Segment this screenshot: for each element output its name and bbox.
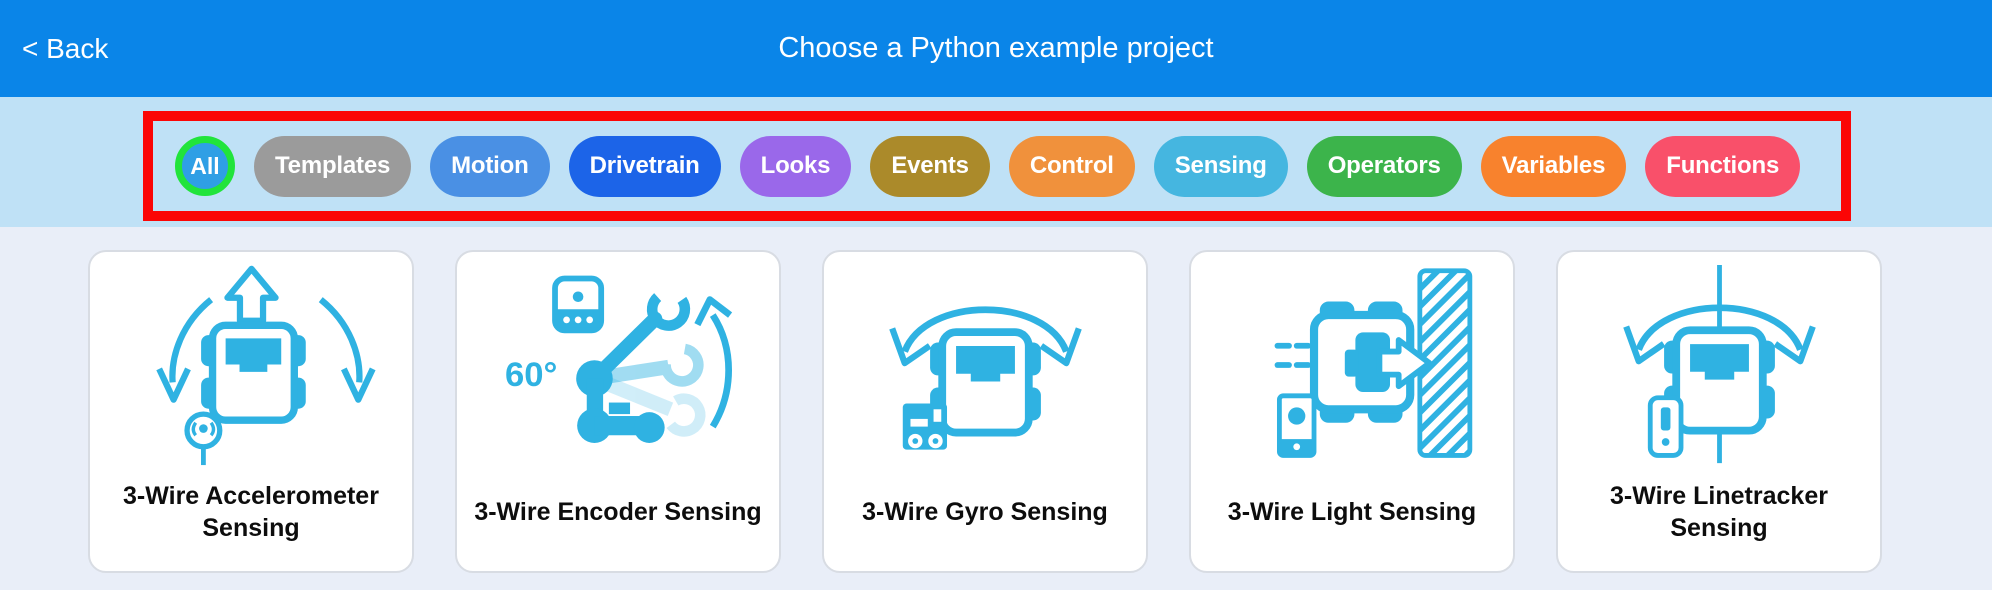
filter-pill-drivetrain[interactable]: Drivetrain — [568, 135, 721, 197]
header-bar: < Back Choose a Python example project — [0, 0, 1992, 97]
card-label-wrap: 3-Wire Accelerometer Sensing — [106, 472, 396, 571]
project-card-linetracker-sensing[interactable]: 3-Wire Linetracker Sensing — [1556, 250, 1882, 573]
filter-pill-functions[interactable]: Functions — [1645, 135, 1801, 197]
encoder-angle-label: 60° — [504, 356, 556, 394]
card-label: 3-Wire Accelerometer Sensing — [123, 482, 379, 542]
filter-pill-templates[interactable]: Templates — [254, 135, 412, 197]
card-label: 3-Wire Light Sensing — [1227, 497, 1477, 526]
back-button[interactable]: < Back — [16, 0, 114, 97]
project-card-accelerometer-sensing[interactable]: 3-Wire Accelerometer Sensing — [88, 250, 414, 573]
project-card-encoder-sensing[interactable]: 60° — [455, 250, 781, 573]
card-label: 3-Wire Encoder Sensing — [474, 497, 762, 526]
filter-pill-motion[interactable]: Motion — [430, 135, 550, 197]
project-card-light-sensing[interactable]: 3-Wire Light Sensing — [1189, 250, 1515, 573]
filter-pill-events[interactable]: Events — [870, 135, 990, 197]
filter-pill-control[interactable]: Control — [1008, 135, 1135, 197]
filter-pill-variables[interactable]: Variables — [1480, 135, 1627, 197]
accelerometer-robot-icon — [124, 260, 379, 472]
card-label-wrap: 3-Wire Light Sensing — [1228, 472, 1476, 571]
card-label-wrap: 3-Wire Linetracker Sensing — [1574, 472, 1864, 571]
card-label-wrap: 3-Wire Gyro Sensing — [862, 472, 1108, 571]
encoder-arm-icon: 60° — [491, 260, 746, 472]
filter-pill-operators[interactable]: Operators — [1306, 135, 1462, 197]
page-title: Choose a Python example project — [778, 32, 1214, 64]
filter-pill-looks[interactable]: Looks — [739, 135, 852, 197]
red-highlight-box: All Templates Motion Drivetrain Looks Ev… — [143, 111, 1851, 221]
card-label: 3-Wire Linetracker Sensing — [1610, 482, 1828, 542]
filter-bar: All Templates Motion Drivetrain Looks Ev… — [0, 97, 1992, 227]
project-card-list: 3-Wire Accelerometer Sensing 60° — [0, 227, 1992, 573]
project-card-gyro-sensing[interactable]: 3-Wire Gyro Sensing — [822, 250, 1148, 573]
gyro-robot-icon — [858, 260, 1113, 472]
filter-pill-all[interactable]: All — [175, 136, 235, 196]
light-sensing-robot-icon — [1225, 260, 1480, 472]
linetracker-robot-icon — [1592, 260, 1847, 472]
card-label: 3-Wire Gyro Sensing — [862, 497, 1108, 526]
filter-pill-sensing[interactable]: Sensing — [1153, 135, 1288, 197]
card-label-wrap: 3-Wire Encoder Sensing — [474, 472, 761, 571]
